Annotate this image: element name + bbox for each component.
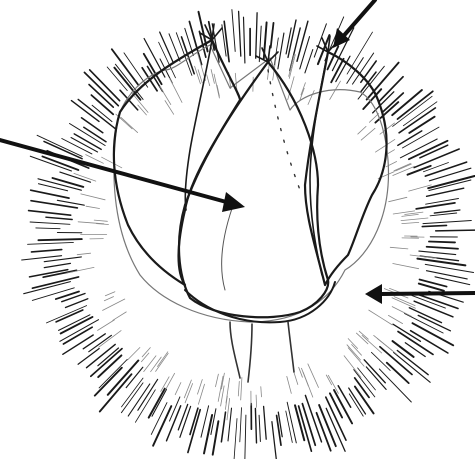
bristle	[38, 239, 81, 240]
bristle	[436, 230, 475, 231]
bristle	[429, 242, 455, 243]
bristle-faint	[256, 395, 257, 407]
